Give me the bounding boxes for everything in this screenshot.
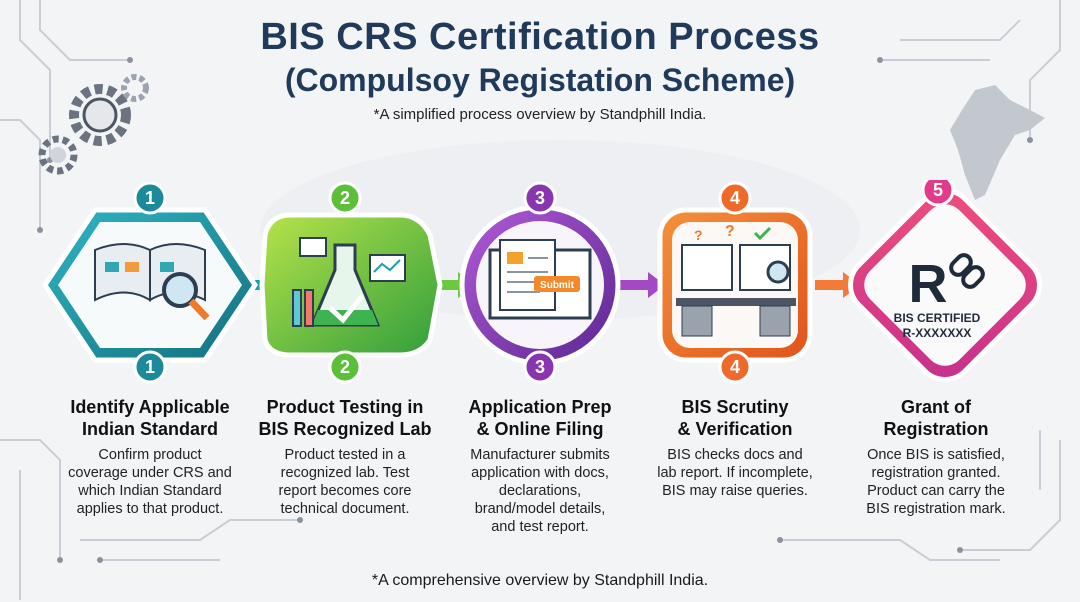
svg-text:?: ? [725, 223, 735, 240]
step-4-badge-bottom [718, 350, 752, 384]
step-2-number-bottom: 2 [340, 357, 350, 377]
step-4-number-bottom: 4 [730, 357, 740, 377]
submit-button [534, 276, 580, 292]
desk-verification-icon: ? ? [676, 223, 796, 337]
step-5-card: R BIS CERTIFIED R-XXXXXXX 5 [848, 180, 1042, 382]
process-flow: 1 1 2 2 [41, 180, 1042, 384]
mark-label-1: BIS CERTIFIED [894, 311, 981, 325]
magnifier-icon [162, 272, 210, 321]
step-1-badge-bottom [133, 350, 167, 384]
footer-note: *A comprehensive overview by Standphill … [371, 572, 709, 589]
chain-link-icon [949, 253, 985, 289]
page-title: BIS CRS Certification Process [260, 16, 820, 58]
step-3-badge-bottom [523, 350, 557, 384]
step-1-card: 1 1 [41, 181, 259, 384]
test-tubes-icon [292, 289, 314, 327]
svg-text:R: R [909, 254, 948, 314]
lab-flask-icon [309, 243, 381, 327]
step-2-badge-bottom [328, 350, 362, 384]
step-3-text: Application Prep& Online Filing Manufact… [440, 396, 640, 536]
step-1-badge-top [133, 181, 167, 215]
step-1-number-top: 1 [145, 188, 155, 208]
step-2-badge-top [328, 181, 362, 215]
monitor-chart-icon [299, 237, 406, 282]
step-4-card: ? ? 4 4 [657, 181, 813, 384]
step-2-card: 2 2 [259, 181, 443, 384]
step-2-number-top: 2 [340, 188, 350, 208]
step-4-text: BIS Scrutiny& Verification BIS checks do… [635, 396, 835, 500]
mark-label-2: R-XXXXXXX [903, 326, 972, 340]
step-3-title: Application Prep& Online Filing [468, 397, 612, 439]
step-3-number-top: 3 [535, 188, 545, 208]
step-4-title: BIS Scrutiny& Verification [677, 397, 793, 439]
step-1-number-bottom: 1 [145, 357, 155, 377]
gear-icon [38, 74, 149, 175]
step-4-number-top: 4 [730, 188, 740, 208]
step-3-number-bottom: 3 [535, 357, 545, 377]
step-3-card: Submit 3 3 [459, 181, 621, 384]
step-5-description: Once BIS is satisfied,registration grant… [866, 447, 1006, 517]
bis-registration-mark: R BIS CERTIFIED R-XXXXXXX [894, 253, 985, 340]
page-subtitle-scheme: (Compulsoy Registation Scheme) [284, 62, 796, 98]
submit-label: Submit [540, 280, 575, 291]
step-3-badge-top [523, 181, 557, 215]
step-5-number-top: 5 [933, 180, 943, 200]
subtitle-note: *A simplified process overview by Standp… [373, 106, 707, 123]
step-5-badge-top [921, 180, 955, 207]
svg-text:?: ? [694, 227, 703, 243]
step-4-badge-top [718, 181, 752, 215]
india-map-silhouette [950, 85, 1045, 200]
